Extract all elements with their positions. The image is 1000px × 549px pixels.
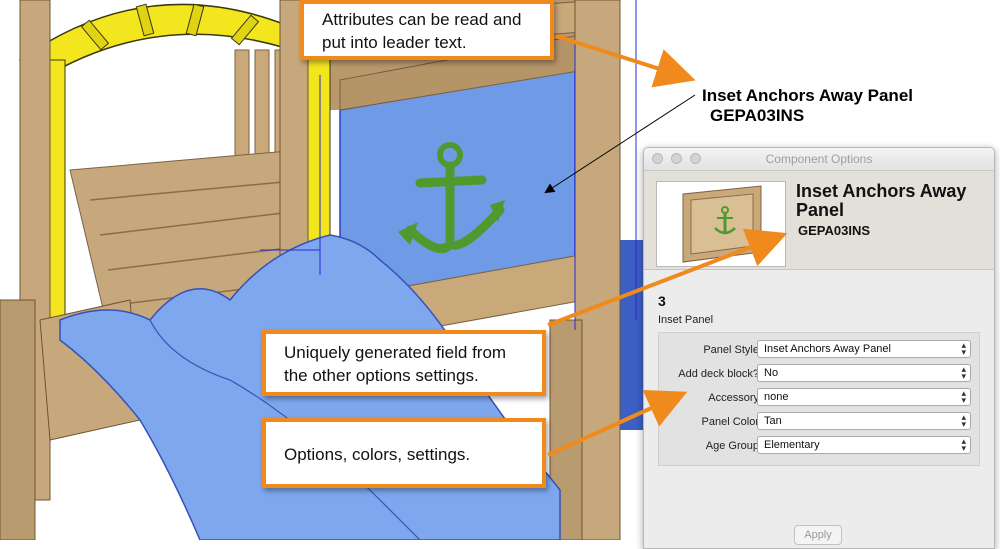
option-row-panel-color: Panel Color Tan ▴▾ — [659, 411, 979, 433]
callout-options: Options, colors, settings. — [262, 418, 546, 488]
callout-unique-field: Uniquely generated field from the other … — [262, 330, 546, 396]
arch-spokes — [80, 3, 260, 51]
window-title: Component Options — [765, 152, 873, 166]
select-value: Elementary — [764, 439, 820, 451]
option-label: Accessory — [708, 392, 759, 404]
component-code: GEPA03INS — [798, 223, 871, 238]
panel-style-select[interactable]: Inset Anchors Away Panel ▴▾ — [757, 340, 971, 358]
post-left-front — [0, 299, 36, 540]
callout-attributes: Attributes can be read and put into lead… — [300, 0, 554, 60]
component-header: Inset Anchors Away Panel GEPA03INS — [644, 171, 994, 270]
option-label: Panel Color — [701, 416, 759, 428]
anchor-fluke-left — [398, 222, 418, 245]
updown-arrows-icon: ▴▾ — [961, 388, 966, 405]
component-options-window: Component Options Inset Anchors Away Pan… — [643, 147, 995, 549]
updown-arrows-icon: ▴▾ — [961, 412, 966, 429]
window-titlebar[interactable]: Component Options — [644, 148, 994, 171]
option-row-deck-block: Add deck block? No ▴▾ — [659, 363, 979, 385]
updown-arrows-icon: ▴▾ — [961, 436, 966, 453]
select-value: Tan — [764, 415, 782, 427]
select-value: none — [764, 391, 789, 403]
age-group-select[interactable]: Elementary ▴▾ — [757, 436, 971, 454]
option-label: Age Group — [705, 440, 759, 452]
component-thumbnail — [656, 181, 786, 267]
anchor-graphic — [405, 142, 505, 254]
leader-name: Inset Anchors Away Panel — [702, 86, 913, 105]
component-description: Inset Panel — [658, 314, 714, 326]
option-row-accessory: Accessory none ▴▾ — [659, 387, 979, 409]
anchor-fluke-right — [490, 200, 505, 222]
component-count: 3 — [658, 293, 666, 309]
option-row-age-group: Age Group Elementary ▴▾ — [659, 435, 979, 457]
component-name: Inset Anchors Away Panel — [796, 181, 967, 220]
leader-code: GEPA03INS — [710, 106, 805, 125]
panel-color-select[interactable]: Tan ▴▾ — [757, 412, 971, 430]
apply-button[interactable]: Apply — [794, 525, 842, 545]
updown-arrows-icon: ▴▾ — [961, 340, 966, 357]
option-label: Add deck block? — [678, 368, 759, 380]
select-value: Inset Anchors Away Panel — [764, 343, 891, 355]
accessory-select[interactable]: none ▴▾ — [757, 388, 971, 406]
option-label: Panel Style — [703, 344, 759, 356]
options-panel: Panel Style Inset Anchors Away Panel ▴▾ … — [658, 332, 980, 466]
updown-arrows-icon: ▴▾ — [961, 364, 966, 381]
select-value: No — [764, 367, 779, 379]
option-row-panel-style: Panel Style Inset Anchors Away Panel ▴▾ — [659, 339, 979, 361]
deck-block-select[interactable]: No ▴▾ — [757, 364, 971, 382]
